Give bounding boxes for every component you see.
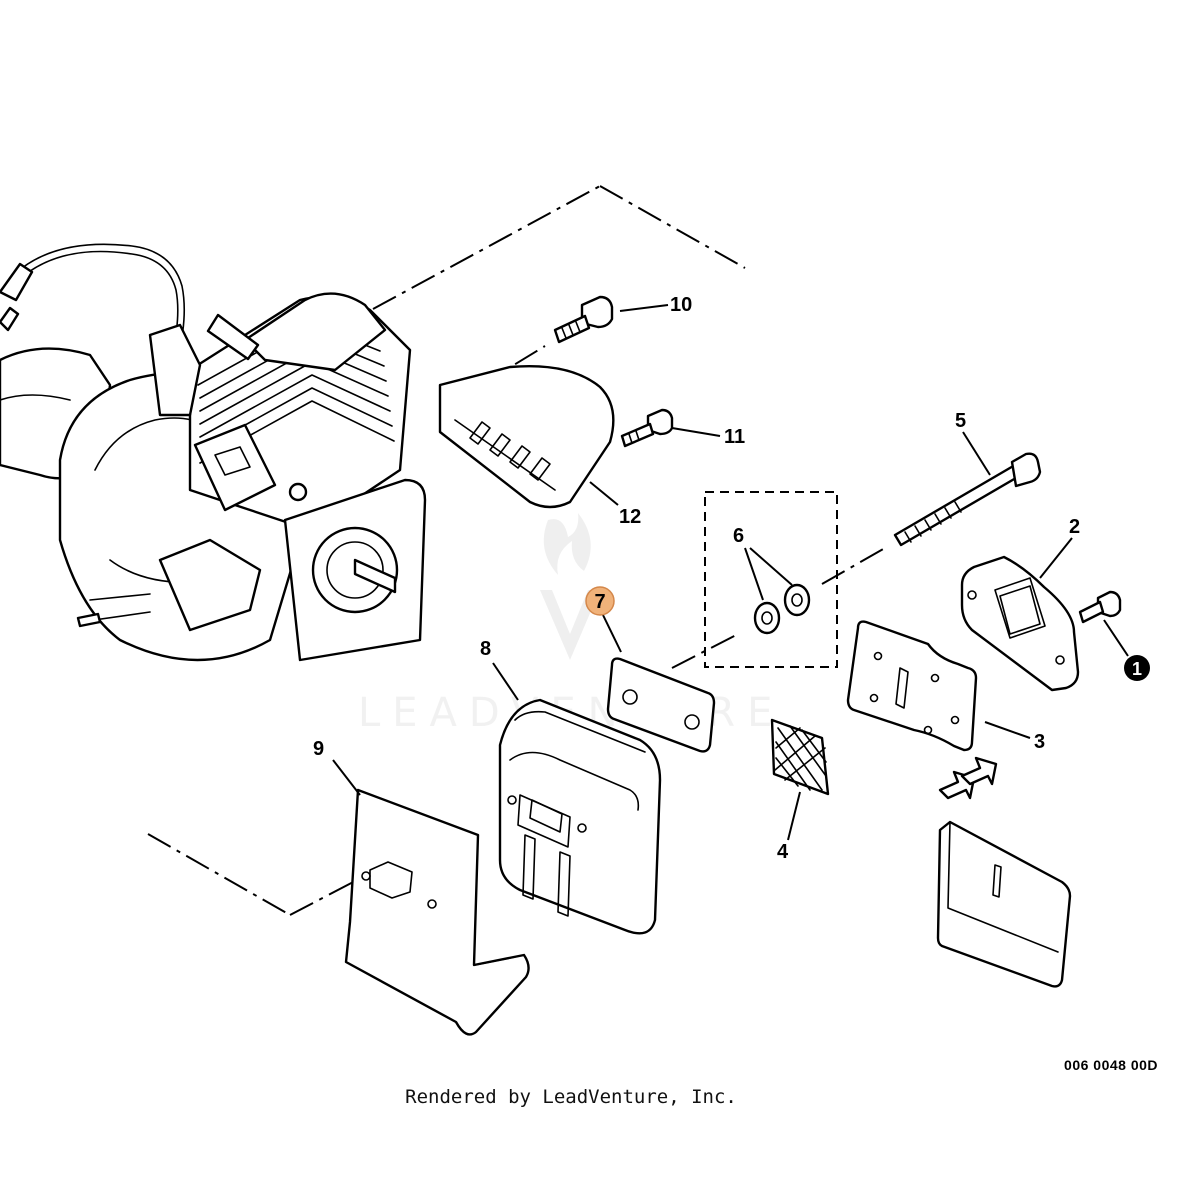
callout-8: 8 (480, 638, 491, 660)
callout-11: 11 (724, 426, 745, 448)
drawing-number: 006 0048 00D (1064, 1057, 1158, 1073)
callout-7: 7 (594, 591, 605, 613)
part-5-long-bolt (893, 452, 1042, 547)
part-3-gasket (846, 620, 978, 752)
part-4-spark-arrestor-screen (770, 718, 830, 796)
callout-5: 5 (955, 410, 966, 432)
part-12-cylinder-cover (438, 365, 615, 509)
callout-12: 12 (619, 506, 641, 528)
callout-4: 4 (777, 841, 789, 863)
callout-7-highlight[interactable]: 7 (585, 586, 615, 616)
leader-lines (332, 304, 1129, 841)
callout-labels: 10 11 12 5 2 6 8 9 3 4 7 1 (313, 294, 1150, 863)
outer-shield-box (936, 820, 1072, 988)
part-11-screw (620, 408, 674, 448)
callout-6: 6 (733, 525, 744, 547)
part-6-washers (704, 491, 838, 668)
part-9-heat-shield (344, 788, 530, 1036)
callout-9: 9 (313, 738, 324, 760)
footer-credit: Rendered by LeadVenture, Inc. (405, 1086, 737, 1108)
part-1-screw (1078, 590, 1122, 624)
part-2-exhaust-flange (960, 555, 1080, 692)
callout-2: 2 (1069, 516, 1080, 538)
callout-10: 10 (670, 294, 692, 316)
part-10-screw (553, 295, 614, 344)
callout-1-badge: 1 (1124, 655, 1150, 681)
engine-assembly (0, 243, 427, 662)
callout-3: 3 (1034, 731, 1045, 753)
callout-1: 1 (1132, 659, 1142, 679)
part-8-muffler (498, 698, 662, 935)
exchange-arrows-icon (938, 756, 998, 800)
part-7-gasket (606, 657, 716, 753)
